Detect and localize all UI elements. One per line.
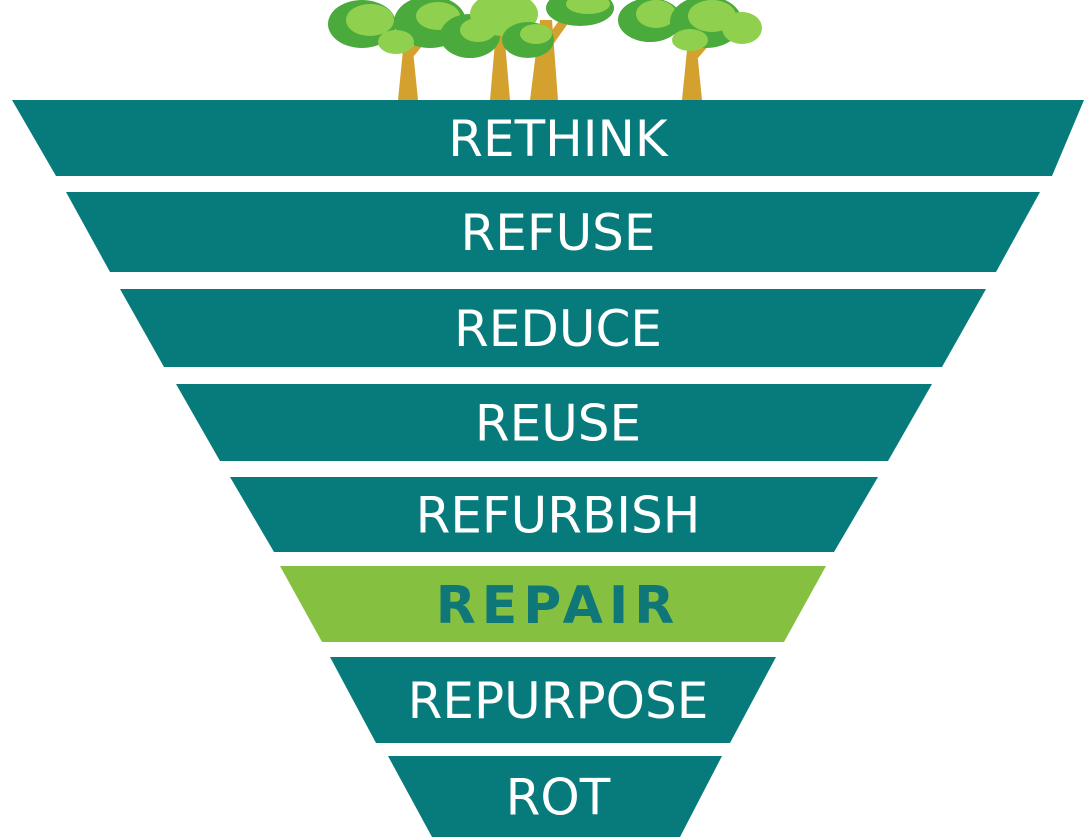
level-label-reduce: REDUCE [454,300,662,358]
level-label-refurbish: REFURBISH [416,487,701,545]
level-label-repurpose: REPURPOSE [408,672,709,730]
level-band-reduce [120,289,986,367]
level-band-repair [280,566,826,642]
level-band-rethink [12,100,1084,176]
level-label-reuse: REUSE [475,395,641,453]
trees-icon [328,0,762,100]
level-label-refuse: REFUSE [460,204,655,262]
level-band-repurpose [330,657,776,743]
level-label-rethink: RETHINK [448,110,669,168]
funnel-levels: RETHINK REFUSE REDUCE REUSE REFURBISH REPAIR R… [12,100,1084,837]
level-label-rot: ROT [506,769,611,827]
level-band-reuse [176,384,932,461]
level-label-repair: REPAIR [436,576,681,636]
level-band-rot [388,756,722,837]
level-band-refurbish [230,477,878,552]
level-band-refuse [66,192,1040,272]
